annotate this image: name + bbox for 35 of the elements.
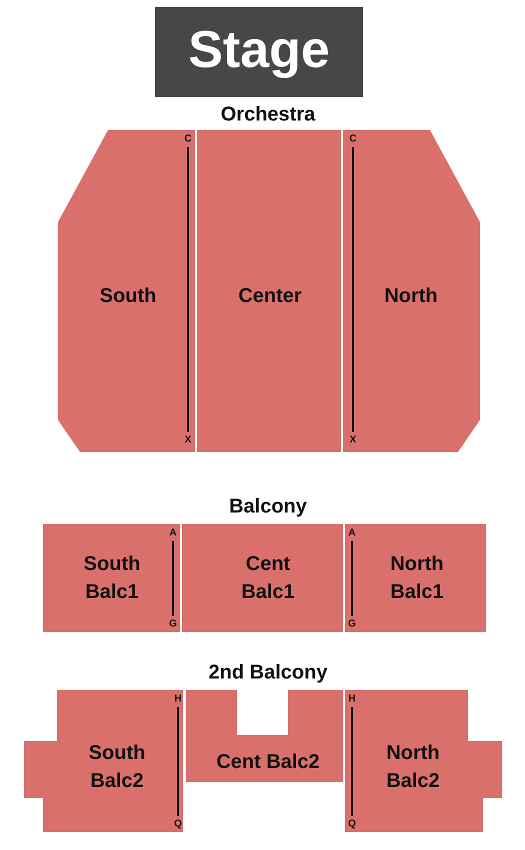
- row-letter: A: [169, 528, 177, 538]
- stage-area: [155, 7, 363, 97]
- seating-section: [197, 130, 341, 452]
- stage-label: Stage: [187, 24, 331, 76]
- row-letter: X: [184, 434, 192, 446]
- section-label: Cent Balc1: [240, 552, 296, 605]
- section-label: South: [98, 284, 158, 309]
- section-label: South Balc2: [88, 741, 146, 794]
- seating-section: [345, 690, 502, 832]
- row-letter: A: [348, 528, 356, 538]
- row-letter: Q: [174, 818, 182, 830]
- section-label: North: [383, 284, 439, 309]
- row-letter: X: [350, 434, 356, 446]
- row-letter: G: [169, 618, 177, 630]
- seating-section: [58, 130, 195, 452]
- row-letter: Q: [348, 818, 356, 830]
- level-heading: Balcony: [229, 496, 307, 518]
- section-label: North Balc1: [389, 552, 445, 605]
- seating-section: [343, 130, 480, 452]
- row-letter: C: [184, 134, 192, 144]
- section-label: Cent Balc2: [215, 750, 321, 775]
- seating-section: [43, 524, 180, 632]
- section-label: Center: [237, 284, 303, 309]
- level-heading: 2nd Balcony: [208, 662, 328, 684]
- row-letter: H: [174, 694, 182, 704]
- seating-section: [186, 690, 343, 782]
- section-label: North Balc2: [385, 741, 441, 794]
- seating-section: [182, 524, 343, 632]
- row-letter: C: [349, 134, 357, 144]
- level-heading: Orchestra: [220, 104, 316, 126]
- seating-section: [24, 690, 183, 832]
- seating-section: [345, 524, 486, 632]
- row-letter: G: [348, 618, 356, 630]
- row-letter: H: [348, 694, 356, 704]
- section-label: South Balc1: [82, 552, 142, 605]
